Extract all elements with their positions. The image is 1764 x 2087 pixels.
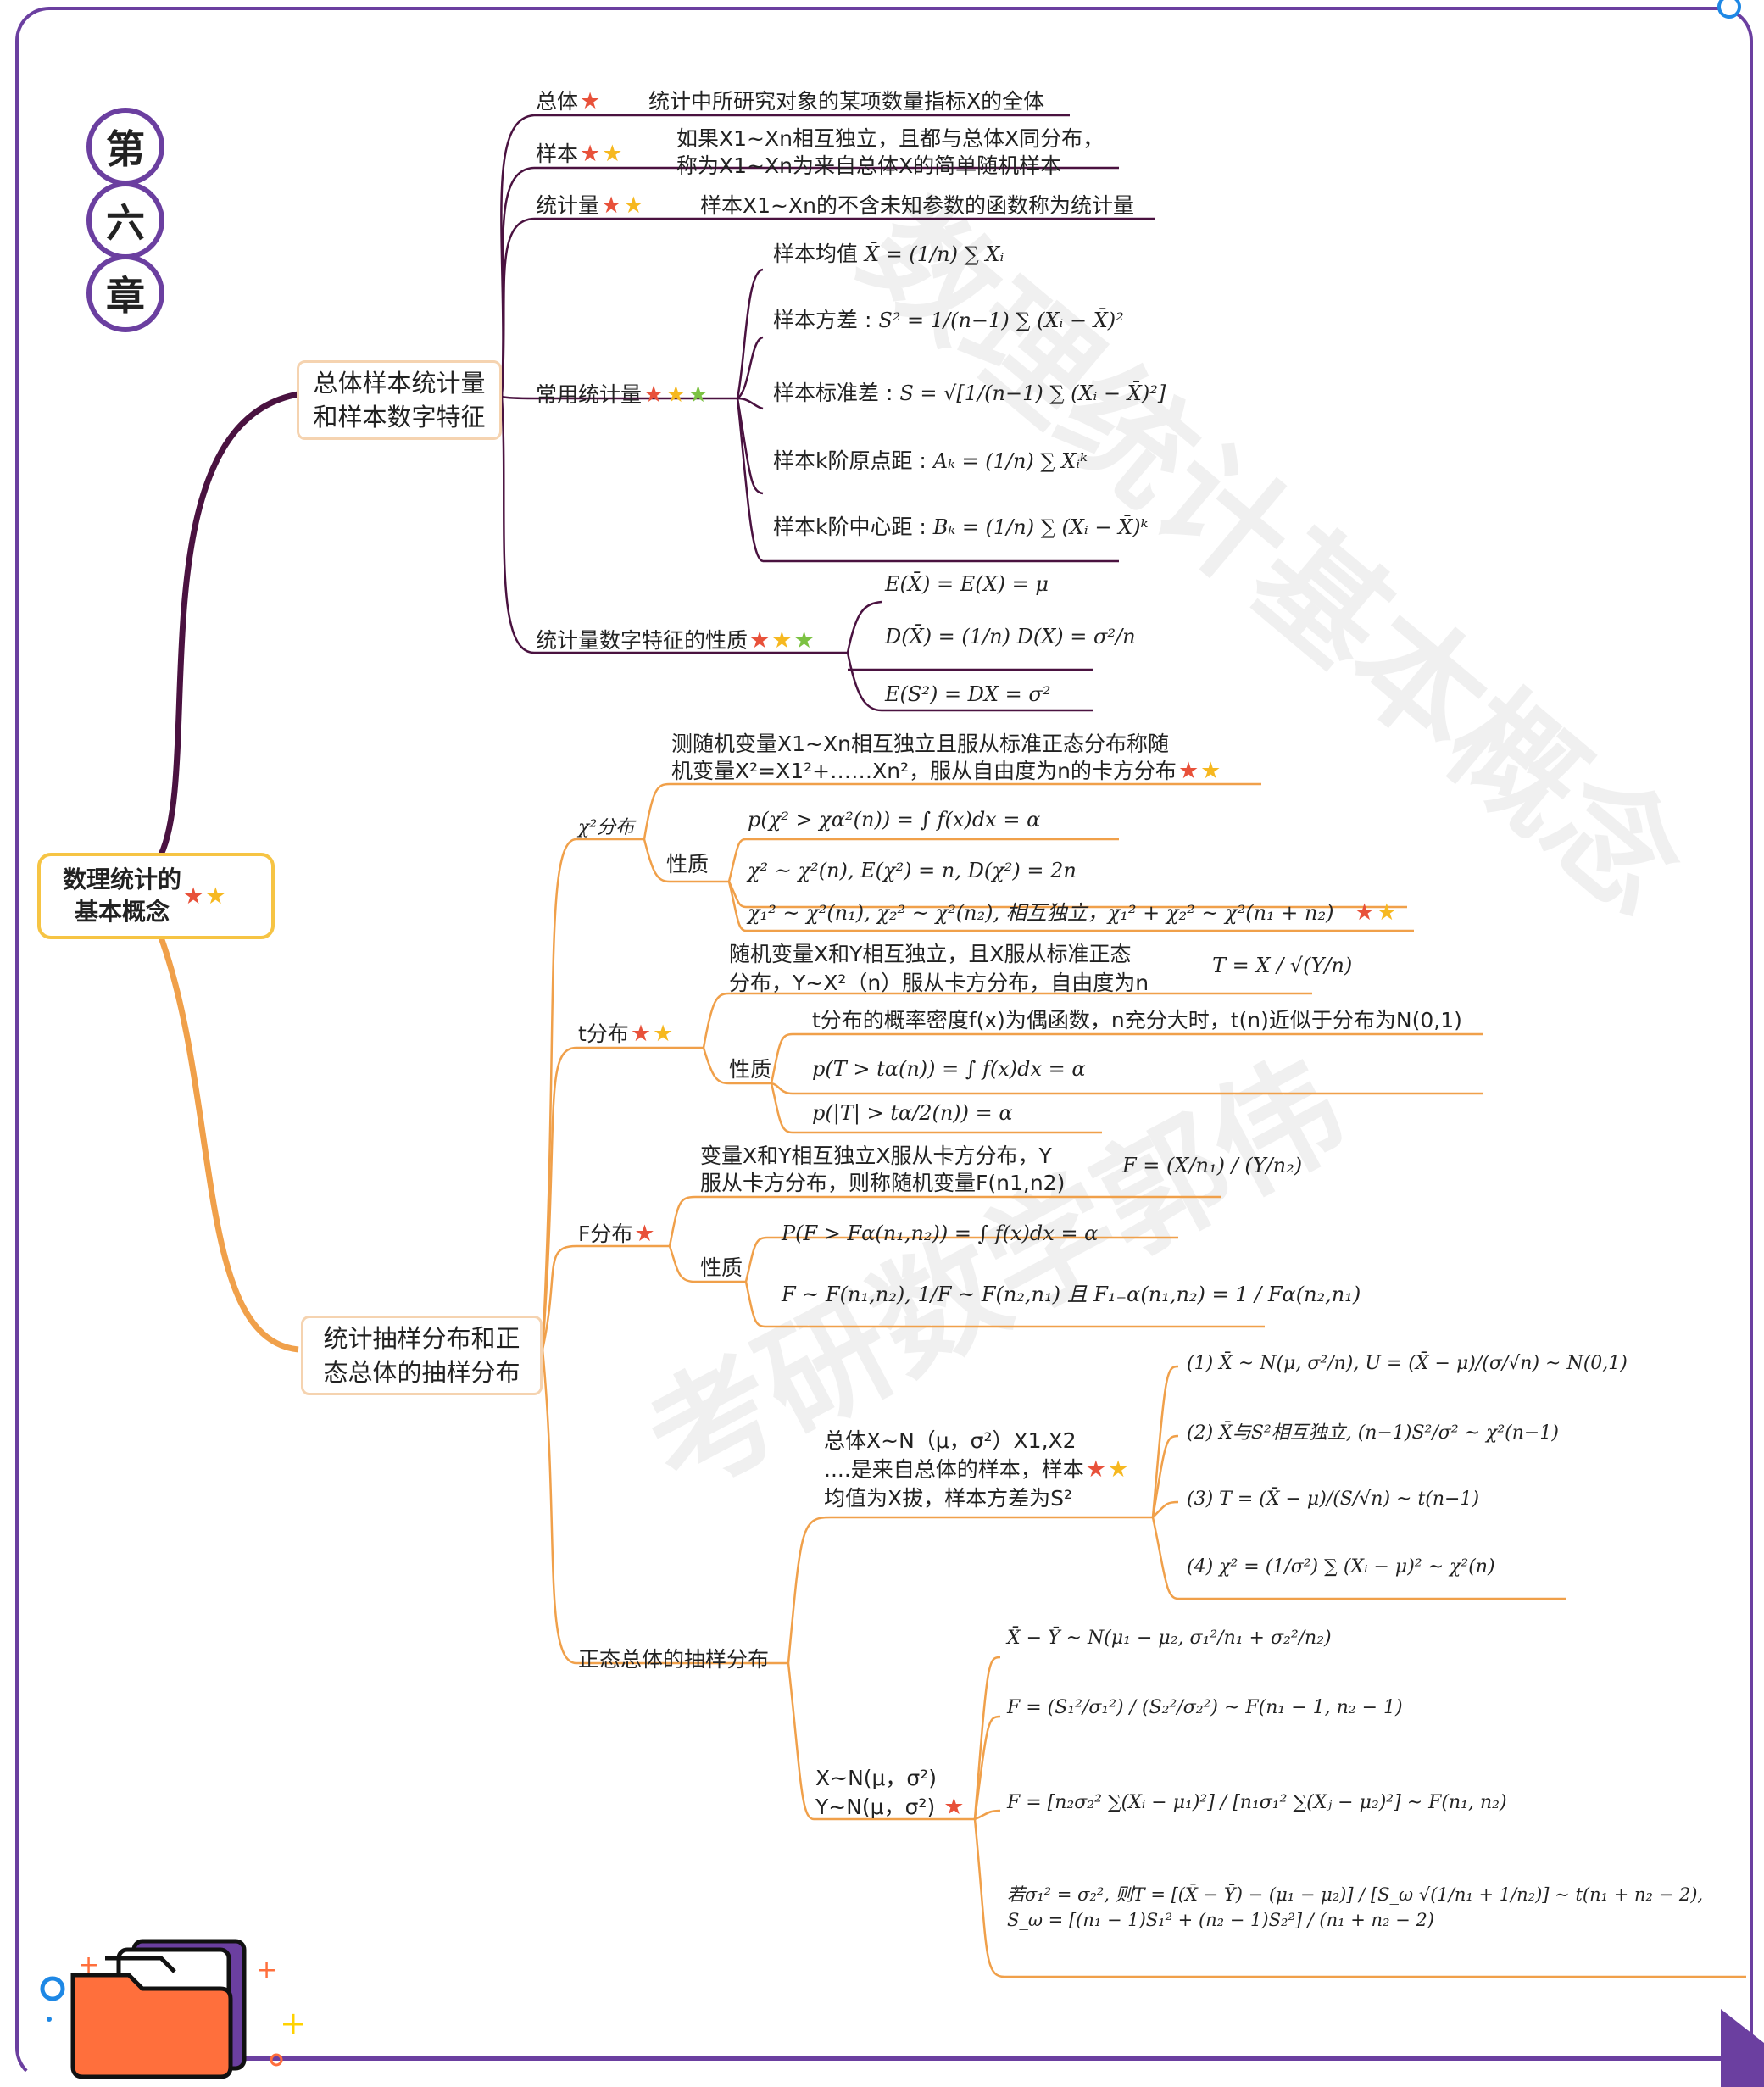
stat-item-raw-moment: 样本k阶原点距 : Aₖ = (1/n) ∑ Xᵢᵏ — [773, 448, 1088, 473]
property-expectation: E(X̄) = E(X) = μ — [885, 572, 1049, 596]
node-zongti[interactable]: 总体★ — [536, 88, 601, 114]
t-prop-label: 性质 — [729, 1057, 772, 1082]
star-icon: ★ — [749, 627, 771, 654]
star-icon: ★ — [183, 882, 204, 910]
star-icon: ★ — [580, 88, 601, 114]
chapter-char-3: 章 — [86, 254, 164, 332]
bottom-border — [246, 2056, 1721, 2061]
node-tongjiliang[interactable]: 统计量★★ — [536, 192, 644, 219]
tongjiliang-desc: 样本X1~Xn的不含未知参数的函数称为统计量 — [700, 193, 1134, 218]
corner-dot — [1717, 0, 1741, 19]
svg-text:+: + — [256, 1956, 277, 1985]
node-xingzhi[interactable]: 统计量数字特征的性质★★★ — [536, 627, 815, 654]
star-icon: ★ — [205, 882, 226, 910]
star-icon: ★ — [771, 627, 793, 654]
star-icon: ★ — [1354, 899, 1375, 926]
root-title: 数理统计的基本概念 — [63, 865, 182, 926]
f-def-1: 变量X和Y相互独立X服从卡方分布，Y — [700, 1144, 1052, 1168]
yangben-desc-1: 如果X1~Xn相互独立，且都与总体X同分布， — [676, 126, 1105, 151]
star-icon: ★ — [1200, 758, 1221, 784]
star-icon: ★ — [1108, 1456, 1129, 1483]
stat-item-std: 样本标准差 : S = √[1/(n−1) ∑ (Xᵢ − X̄)²] — [773, 381, 1166, 405]
yangben-desc-2: 称为X1~Xn为来自总体X的简单随机样本 — [676, 153, 1062, 178]
property-sample-variance: E(S²) = DX = σ² — [885, 682, 1051, 706]
star-icon: ★ — [623, 192, 644, 219]
f-prop-label: 性质 — [700, 1255, 743, 1280]
star-icon: ★ — [1085, 1456, 1107, 1483]
stat-item-mean: 样本均值 X̄ = (1/n) ∑ Xᵢ — [773, 242, 1004, 266]
property-variance: D(X̄) = (1/n) D(X) = σ²/n — [885, 625, 1136, 648]
normal-single-desc-3: 均值为X拔，样本方差为S² — [824, 1486, 1073, 1511]
node-chi-square[interactable]: χ²分布 — [578, 817, 635, 838]
node-t-distribution[interactable]: t分布★★ — [578, 1021, 674, 1047]
stat-item-central-moment: 样本k阶中心距 : Bₖ = (1/n) ∑ (Xᵢ − X̄)ᵏ — [773, 515, 1149, 539]
t-prop-3: p(|T| > tα/2(n)) = α — [812, 1101, 1013, 1125]
single-result-1: (1) X̄ ~ N(μ, σ²/n), U = (X̄ − μ)/(σ/√n)… — [1187, 1353, 1628, 1374]
node-f-distribution[interactable]: F分布★ — [578, 1221, 655, 1247]
chi-prop-label: 性质 — [666, 852, 709, 877]
star-icon: ★ — [643, 381, 665, 408]
node-normal-population[interactable]: 正态总体的抽样分布 — [578, 1647, 770, 1672]
node-changyong[interactable]: 常用统计量★★★ — [536, 381, 709, 408]
single-result-4: (4) χ² = (1/σ²) ∑ (Xᵢ − μ)² ~ χ²(n) — [1187, 1556, 1495, 1578]
normal-two-desc-2: Y~N(μ，σ²)★ — [815, 1794, 965, 1820]
star-icon: ★ — [1376, 899, 1397, 926]
chi-prop-3: χ₁² ~ χ²(n₁), χ₂² ~ χ²(n₂), 相互独立，χ₁² + χ… — [748, 899, 1397, 926]
single-result-2: (2) X̄与S²相互独立, (n−1)S²/σ² ~ χ²(n−1) — [1187, 1422, 1559, 1444]
normal-two-desc-1: X~N(μ，σ²) — [815, 1766, 938, 1790]
star-icon: ★ — [687, 381, 709, 408]
normal-single-desc-2: ....是来自总体的样本，样本★★ — [824, 1456, 1129, 1483]
star-icon: ★ — [1177, 758, 1199, 784]
star-icon: ★ — [793, 627, 815, 654]
t-prop-1: t分布的概率密度f(x)为偶函数，n充分大时，t(n)近似于分布为N(0,1) — [812, 1008, 1462, 1032]
zongti-desc: 统计中所研究对象的某项数量指标X的全体 — [648, 89, 1045, 114]
two-result-4: 若σ₁² = σ₂², 则T = [(X̄ − Ȳ) − (μ₁ − μ₂)] … — [1007, 1884, 1704, 1930]
chapter-char-2: 六 — [86, 181, 164, 259]
star-icon: ★ — [630, 1021, 652, 1047]
single-result-3: (3) T = (X̄ − μ)/(S/√n) ~ t(n−1) — [1187, 1489, 1480, 1510]
svg-text:+: + — [280, 2005, 307, 2042]
t-prop-2: p(T > tα(n)) = ∫ f(x)dx = α — [812, 1057, 1086, 1081]
star-icon: ★ — [601, 192, 622, 219]
branch-node-sampling-distributions[interactable]: 统计抽样分布和正态总体的抽样分布 — [301, 1316, 543, 1395]
chapter-char-1: 第 — [86, 108, 164, 186]
two-result-1: X̄ − Ȳ ~ N(μ₁ − μ₂, σ₁²/n₁ + σ₂²/n₂) — [1007, 1628, 1332, 1649]
star-icon: ★ — [665, 381, 687, 408]
star-icon: ★ — [634, 1221, 655, 1247]
t-formula: T = X / √(Y/n) — [1212, 954, 1353, 977]
f-prop-2: F ~ F(n₁,n₂), 1/F ~ F(n₂,n₁) 且 F₁₋α(n₁,n… — [782, 1283, 1361, 1306]
chi-def-2: 机变量X²=X1²+……Xn²，服从自由度为n的卡方分布★★ — [671, 758, 1221, 784]
node-yangben[interactable]: 样本★★ — [536, 141, 623, 167]
t-def-1: 随机变量X和Y相互独立，且X服从标准正态 — [729, 942, 1132, 966]
branch-node-sample-statistics[interactable]: 总体样本统计量和样本数字特征 — [297, 360, 502, 440]
root-node[interactable]: 数理统计的基本概念 ★★ — [37, 853, 275, 939]
corner-triangle — [1721, 2009, 1764, 2087]
star-icon: ★ — [580, 141, 601, 167]
f-def-2: 服从卡方分布，则称随机变量F(n1,n2) — [700, 1171, 1066, 1195]
chi-prop-2: χ² ~ χ²(n), E(χ²) = n, D(χ²) = 2n — [748, 859, 1077, 882]
f-prop-1: P(F > Fα(n₁,n₂)) = ∫ f(x)dx = α — [782, 1222, 1099, 1245]
two-result-3: F = [n₂σ₂² ∑(Xᵢ − μ₁)²] / [n₁σ₁² ∑(Xⱼ − … — [1007, 1792, 1507, 1813]
stat-item-variance: 样本方差 : S² = 1/(n−1) ∑ (Xᵢ − X̄)² — [773, 308, 1124, 332]
normal-single-desc-1: 总体X~N（μ，σ²）X1,X2 — [824, 1428, 1077, 1453]
star-icon: ★ — [943, 1794, 965, 1820]
star-icon: ★ — [653, 1021, 674, 1047]
t-def-2: 分布，Y~X²（n）服从卡方分布，自由度为n — [729, 971, 1149, 995]
chi-prop-1: p(χ² > χα²(n)) = ∫ f(x)dx = α — [748, 808, 1041, 832]
star-icon: ★ — [602, 141, 623, 167]
page-frame — [15, 7, 1753, 2082]
f-formula: F = (X/n₁) / (Y/n₂) — [1122, 1154, 1303, 1177]
chi-def-1: 测随机变量X1~Xn相互独立且服从标准正态分布称随 — [671, 732, 1169, 756]
folder-icon: + + + — [40, 1939, 307, 2079]
two-result-2: F = (S₁²/σ₁²) / (S₂²/σ₂²) ~ F(n₁ − 1, n₂… — [1007, 1697, 1403, 1718]
